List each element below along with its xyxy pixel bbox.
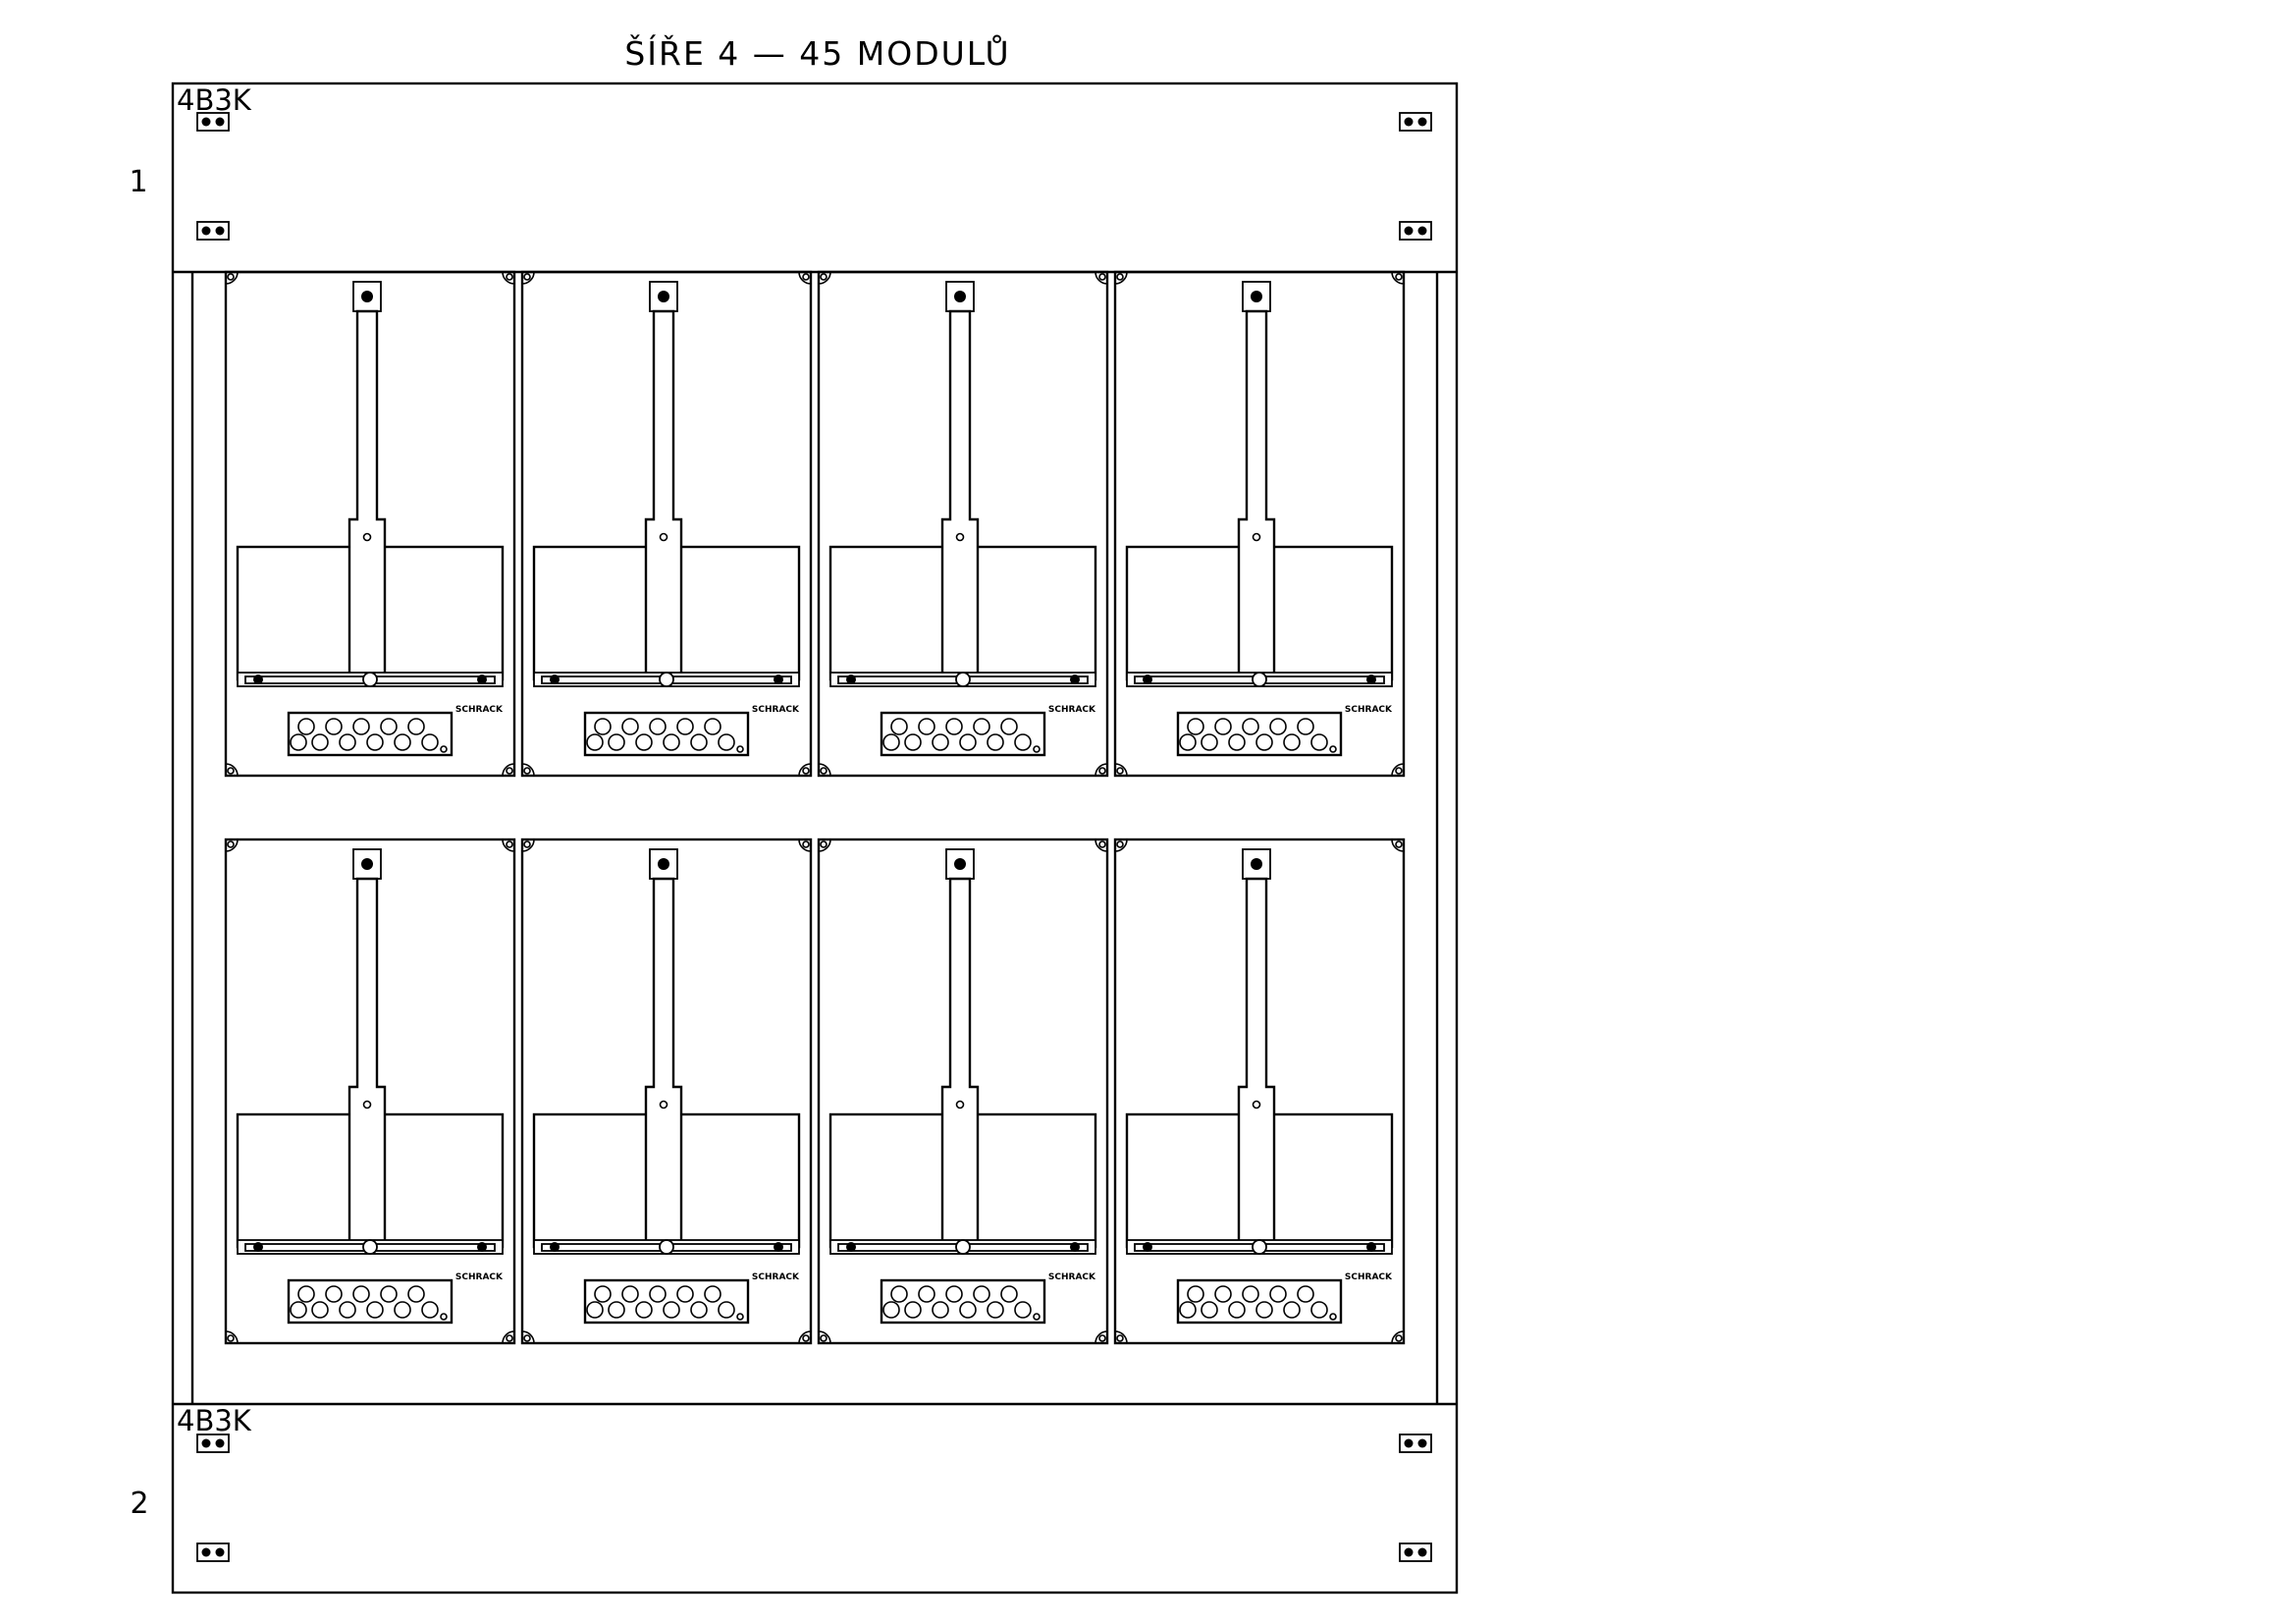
panel-screw: [196, 221, 230, 241]
cable-gland-plate: [1176, 711, 1343, 757]
meter-brand-label: SCHRACK: [455, 1272, 504, 1282]
meter-modules-bottom-row: SCHRACK SCHRACK: [224, 838, 1406, 1345]
panel-screw: [196, 1434, 230, 1453]
meter-module: SCHRACK: [1113, 270, 1406, 778]
meter-brand-label: SCHRACK: [752, 705, 800, 715]
meter-module: SCHRACK: [224, 838, 516, 1345]
cable-gland-plate: [583, 711, 750, 757]
cable-gland-plate: [287, 1278, 454, 1325]
top-panel-label: 4B3K: [177, 83, 252, 117]
meter-module: SCHRACK: [520, 270, 813, 778]
meter-brand-label: SCHRACK: [455, 705, 504, 715]
meter-brand-label: SCHRACK: [1345, 705, 1393, 715]
row-number-1: 1: [129, 165, 147, 199]
cable-gland-plate: [880, 1278, 1046, 1325]
meter-brand-label: SCHRACK: [1345, 1272, 1393, 1282]
panel-screw: [1399, 221, 1432, 241]
meter-brand-label: SCHRACK: [752, 1272, 800, 1282]
meter-brand-label: SCHRACK: [1048, 705, 1096, 715]
cabinet-frame: [171, 81, 1459, 1595]
panel-screw: [1399, 112, 1432, 132]
cable-gland-plate: [583, 1278, 750, 1325]
panel-screw: [196, 112, 230, 132]
meter-module: SCHRACK: [817, 270, 1109, 778]
bottom-panel-label: 4B3K: [177, 1404, 252, 1437]
panel-screw: [1399, 1542, 1432, 1562]
meter-module: SCHRACK: [520, 838, 813, 1345]
panel-screw: [1399, 1434, 1432, 1453]
bottom-blank-panel: 4B3K: [173, 1402, 1457, 1562]
meter-field: [190, 272, 1439, 1404]
top-blank-panel: 4B3K: [173, 83, 1457, 274]
cable-gland-plate: [1176, 1278, 1343, 1325]
panel-screw: [196, 1542, 230, 1562]
meter-module: SCHRACK: [224, 270, 516, 778]
meter-modules-top-row: SCHRACK SCHRACK: [224, 270, 1406, 778]
cable-gland-plate: [287, 711, 454, 757]
meter-brand-label: SCHRACK: [1048, 1272, 1096, 1282]
drawing-title: ŠÍŘE 4 — 45 MODULŮ: [624, 33, 1010, 73]
meter-module: SCHRACK: [1113, 838, 1406, 1345]
meter-module: SCHRACK: [817, 838, 1109, 1345]
row-number-2: 2: [130, 1487, 148, 1521]
cable-gland-plate: [880, 711, 1046, 757]
